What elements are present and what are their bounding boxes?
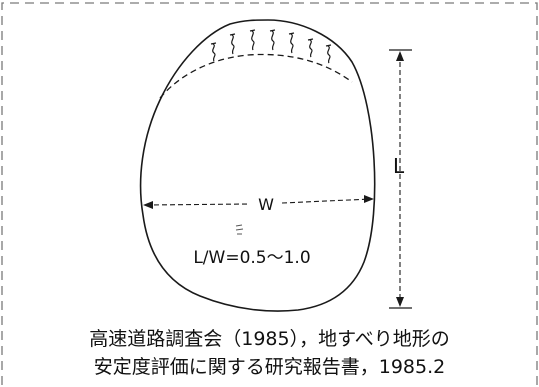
crack-hatch-marks — [210, 29, 332, 64]
landslide-outline — [139, 19, 376, 312]
length-dimension — [389, 49, 412, 309]
caption-line-1: 高速道路調査会（1985），地すべり地形の — [89, 328, 450, 350]
width-label: W — [258, 195, 274, 214]
ratio-label: L/W=0.5～1.0 — [193, 248, 310, 268]
caption-line-2: 安定度評価に関する研究報告書，1985.2 — [93, 356, 446, 378]
small-scribble-mark — [235, 224, 244, 235]
head-scarp-dashed-line — [159, 53, 353, 99]
length-label: L — [393, 154, 405, 178]
width-dimension — [143, 195, 374, 209]
